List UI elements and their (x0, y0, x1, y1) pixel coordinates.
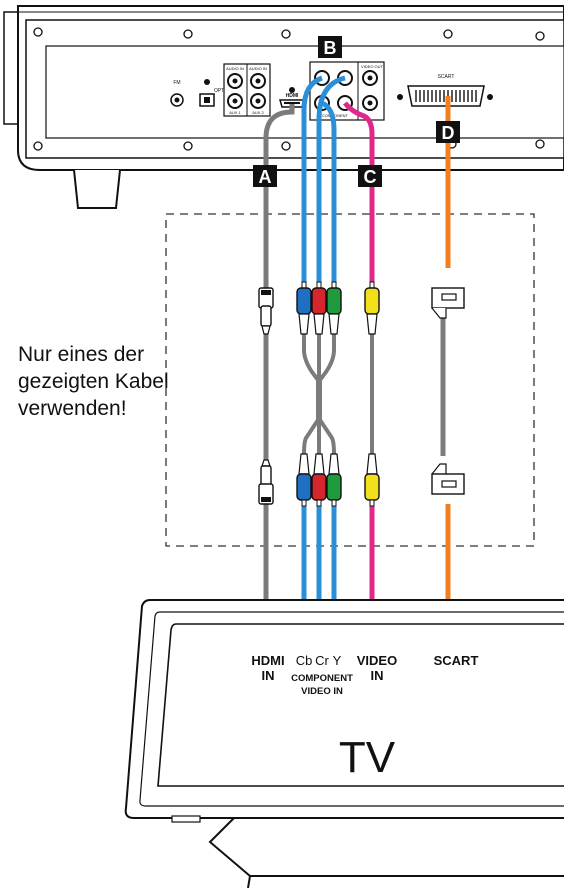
screw (33, 27, 43, 37)
aux1-label: AUX 1 (229, 110, 241, 115)
component-cable-cb-top (301, 75, 323, 284)
screw (281, 141, 291, 151)
instruction-note-line: gezeigten Kabel (18, 370, 169, 393)
marker-b-box (318, 36, 342, 58)
optical-in-port-core (204, 97, 210, 103)
video-in-label-line1: VIDEO (357, 653, 397, 668)
rca-plugs-top (296, 281, 380, 335)
scart-screw (487, 94, 493, 100)
aux-jack-core (232, 78, 238, 84)
audio-out-jack-core (367, 75, 373, 81)
plug-blue-bottom (296, 453, 312, 507)
screw (281, 29, 291, 39)
hdmi-in-label-line2: IN (262, 668, 275, 683)
device-rear-panel: FM OPTICAL IN AUDIO IN AUDIO IN AUX 1 AU… (3, 5, 564, 209)
tv-stand-edge (247, 875, 251, 888)
instruction-note-line: Nur eines der (18, 343, 145, 366)
marker-a: A (259, 167, 272, 187)
scart-plug-top (431, 287, 465, 319)
hdmi-indicator (289, 87, 295, 93)
aux-jack-core (255, 78, 261, 84)
component-video-outputs: VIDEO OUT COMPONENT (309, 61, 385, 121)
scart-in-label: SCART (434, 653, 479, 668)
marker-labels: B A C D (253, 36, 460, 187)
component-cable-y-top (320, 100, 337, 284)
plug-blue-top (296, 281, 312, 335)
component-cb-label: Cb (296, 653, 313, 668)
hdmi-cable-top (263, 104, 295, 288)
plug-red-bottom (311, 453, 327, 507)
component-gray-cable (302, 334, 320, 455)
plug-yellow-bottom (364, 453, 380, 507)
hdmi-plug-top (258, 287, 274, 335)
screw (183, 29, 193, 39)
screw (33, 141, 43, 151)
tv-screen (157, 623, 564, 787)
plug-red-top (311, 281, 327, 335)
component-cr-label: Cr (315, 653, 329, 668)
device-foot (73, 169, 121, 209)
tv-indicator (171, 815, 201, 823)
component-gray-cable (318, 334, 336, 455)
video-cable-top (343, 101, 375, 284)
scart-screw (397, 94, 403, 100)
component-label: COMPONENT (322, 113, 349, 118)
cables (263, 75, 451, 660)
hdmi-port-pins (284, 102, 300, 104)
scart-plug-bottom (431, 463, 465, 495)
marker-c-box (358, 165, 382, 187)
tv-label: TV (339, 733, 396, 782)
aux-jack-core (232, 98, 238, 104)
marker-c: C (364, 167, 377, 187)
screws (33, 27, 545, 151)
component-cable-cr-top (316, 75, 346, 284)
rca-plugs-bottom (296, 453, 380, 507)
instruction-note-line: verwenden! (18, 397, 127, 420)
audio-out-jack-core (367, 100, 373, 106)
marker-d: D (442, 123, 455, 143)
aux-audio-inputs: AUDIO IN AUDIO IN AUX 1 AUX 2 (223, 63, 271, 117)
tv-stand (208, 817, 564, 877)
marker-b: B (324, 38, 337, 58)
screw (535, 31, 545, 41)
tv: TV (124, 599, 564, 888)
optical-indicator (204, 79, 210, 85)
hdmi-label: HDMI (286, 93, 299, 99)
marker-a-box (253, 165, 277, 187)
hdmi-in-label-line1: HDMI (251, 653, 284, 668)
component-video-in-label-line2: VIDEO IN (301, 686, 343, 697)
plug-green-top (326, 281, 342, 335)
audio-in-label: AUDIO IN (249, 66, 267, 71)
cable-options-box (165, 213, 535, 547)
screw (535, 139, 545, 149)
fm-label: FM (173, 80, 180, 86)
aux-jack-core (255, 98, 261, 104)
screw (443, 29, 453, 39)
plug-green-bottom (326, 453, 342, 507)
video-out-label: VIDEO OUT (361, 64, 384, 69)
fm-antenna-jack-core (174, 97, 180, 103)
tv-bezel (139, 611, 564, 807)
scart-device-label: SCART (438, 74, 455, 80)
tv-input-labels: HDMI IN Cb Cr Y COMPONENT VIDEO IN VIDEO… (251, 653, 478, 697)
screw (183, 141, 193, 151)
plug-yellow-top (364, 281, 380, 335)
hdmi-plug-bottom (258, 459, 274, 505)
video-in-label-line2: IN (371, 668, 384, 683)
aux2-label: AUX 2 (252, 110, 264, 115)
instruction-note: Nur eines der gezeigten Kabel verwenden! (18, 341, 178, 422)
marker-d-box (436, 121, 460, 143)
component-video-in-label-line1: COMPONENT (291, 673, 353, 684)
component-y-label: Y (333, 653, 342, 668)
audio-in-label: AUDIO IN (226, 66, 244, 71)
device-left-edge (3, 11, 19, 125)
